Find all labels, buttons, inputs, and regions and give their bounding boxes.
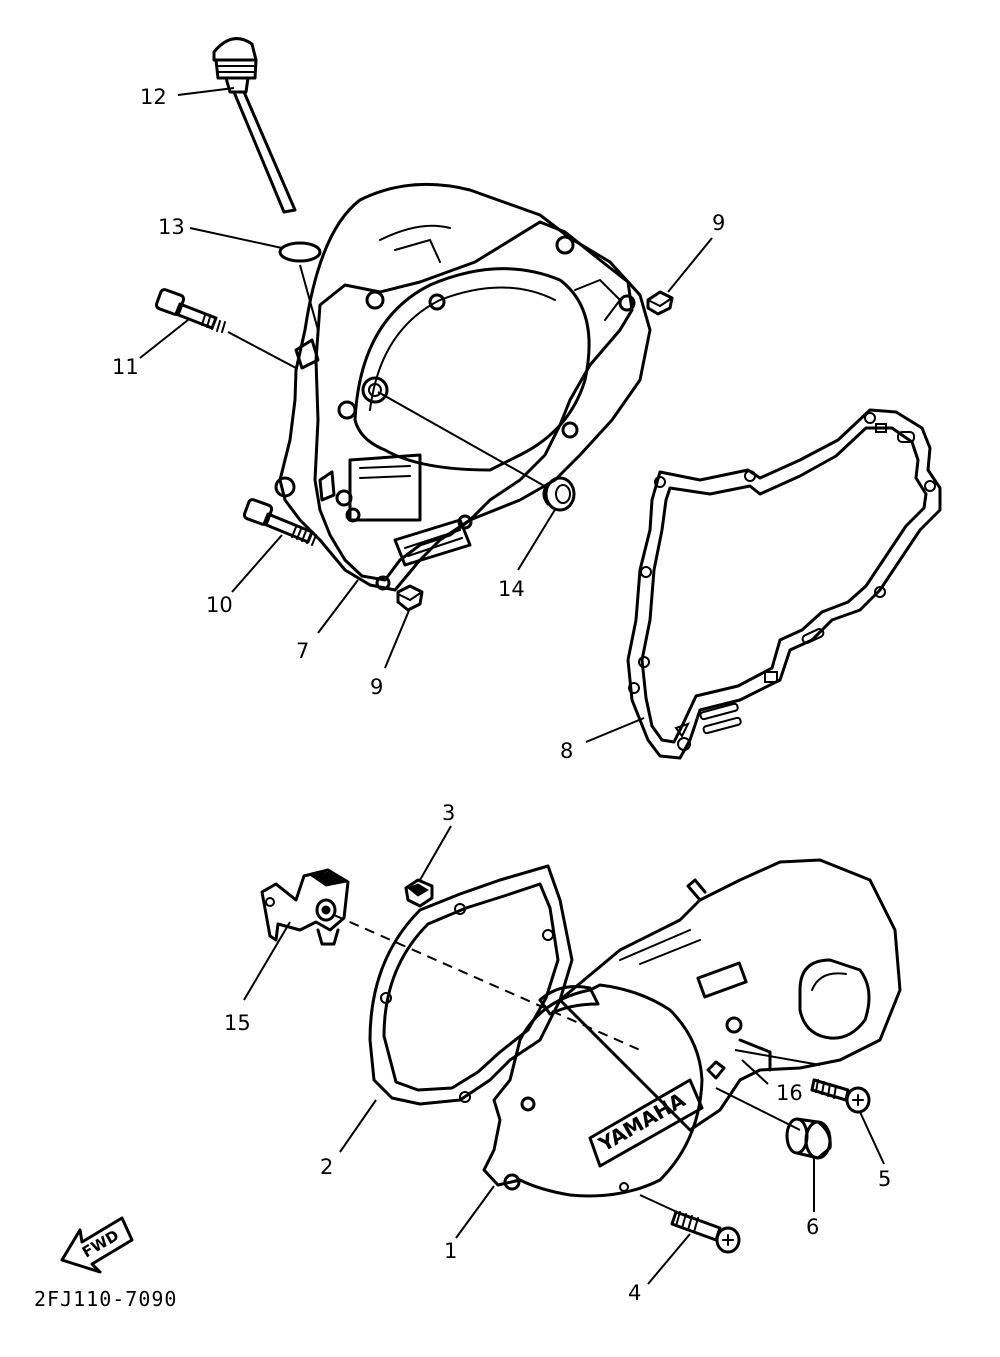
callout-9-bottom: 9: [370, 675, 383, 699]
oil-filler-plug-part-12: [212, 37, 297, 214]
screw-part-5: [810, 1078, 871, 1114]
plug-part-6: [785, 1117, 832, 1160]
diagram-code: 2FJ110-7090: [34, 1287, 177, 1311]
screw-part-4: [670, 1210, 741, 1254]
callout-8: 8: [560, 739, 573, 763]
callout-leaders: [139, 87, 885, 1285]
callout-6: 6: [806, 1215, 819, 1239]
dowel-pin-part-3: [404, 878, 434, 908]
forward-direction-arrow: FWD: [60, 1216, 134, 1274]
callout-15: 15: [224, 1011, 251, 1035]
gasket-part-8: [626, 408, 942, 760]
callout-2: 2: [320, 1155, 333, 1179]
gasket-part-2: [368, 864, 574, 1106]
callout-11: 11: [112, 355, 139, 379]
callout-13: 13: [158, 215, 185, 239]
oil-seal-part-14: [542, 476, 576, 512]
callout-14: 14: [498, 577, 525, 601]
bolt-part-10: [242, 498, 317, 546]
callout-3: 3: [442, 801, 455, 825]
callout-4: 4: [628, 1281, 641, 1305]
dowel-pin-part-9-top: [646, 290, 674, 316]
crankcase-cover-part-7: [274, 182, 652, 592]
bolt-part-11: [154, 288, 226, 333]
callout-12: 12: [140, 85, 167, 109]
callout-16: 16: [776, 1081, 803, 1105]
callout-10: 10: [206, 593, 233, 617]
dowel-pin-part-9-bottom: [396, 584, 424, 612]
bracket-part-15: [260, 868, 350, 946]
callout-numbers: 12 13 11 9 10 7 9 14 8 3 15 16 2 5 6 1 4: [112, 85, 891, 1305]
o-ring-part-13: [278, 241, 322, 263]
callout-7: 7: [296, 639, 309, 663]
callout-1: 1: [444, 1239, 457, 1263]
callout-9-top: 9: [712, 211, 725, 235]
callout-5: 5: [878, 1167, 891, 1191]
